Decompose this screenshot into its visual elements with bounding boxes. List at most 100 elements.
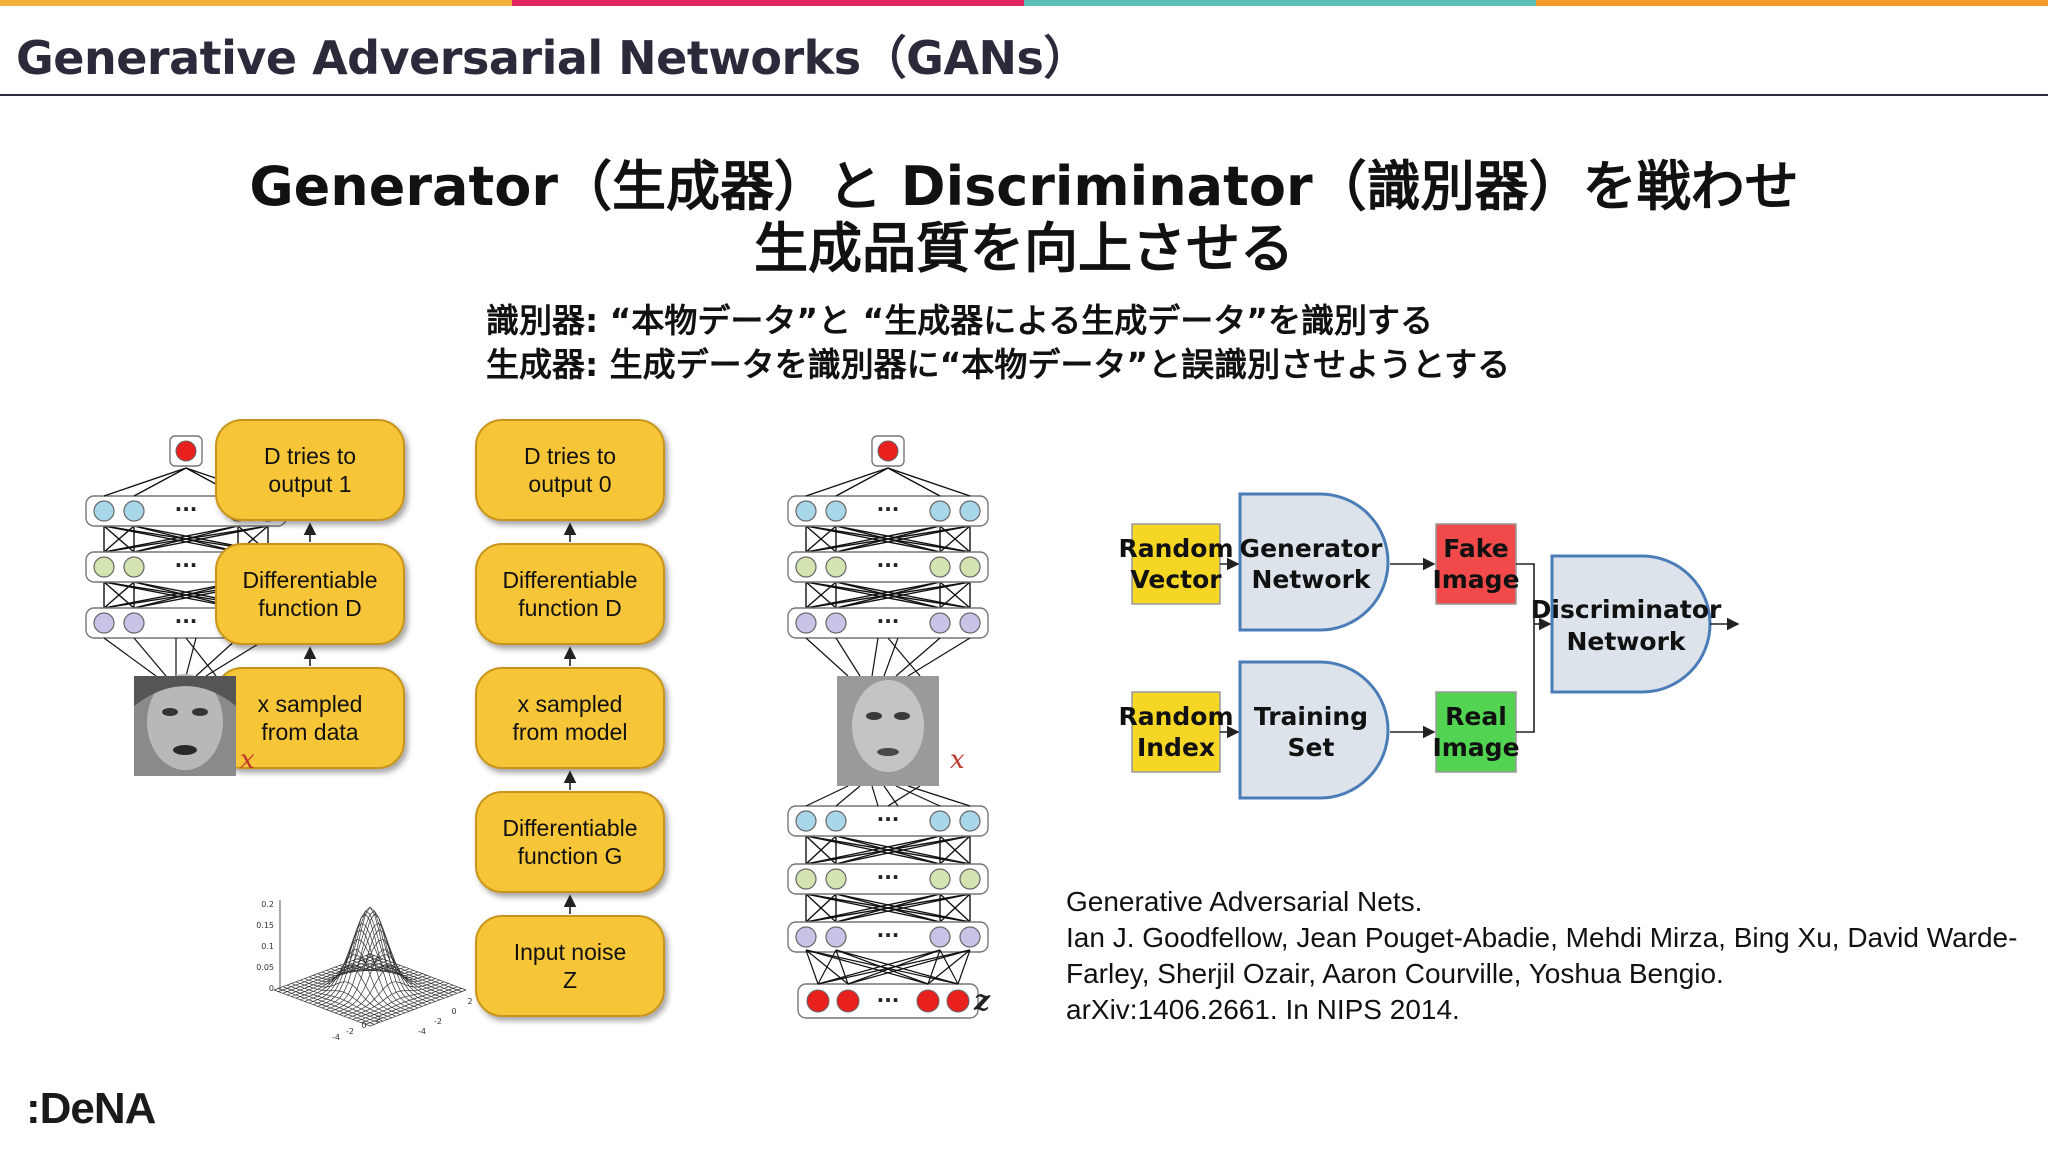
z-tick: 0.15 (256, 921, 274, 930)
discriminator-network-fake: ··· ··· ··· (787, 435, 989, 677)
col2-box-1-line-2: output 0 (528, 471, 611, 497)
layer-ellipsis: ··· (877, 923, 900, 947)
col1-box-3-line-2: from data (261, 719, 358, 745)
layer-ellipsis: ··· (877, 807, 900, 831)
col1-box-2-line-1: Differentiable (242, 567, 377, 593)
real-image-label-2: Image (1432, 733, 1519, 762)
x-tick: -4 (332, 1033, 340, 1042)
layer-ellipsis: ··· (175, 553, 198, 577)
generated-x-label: x (950, 745, 965, 775)
net-layer: ··· (787, 805, 989, 837)
generated-face-image (837, 676, 939, 786)
x-tick: 0 (361, 1021, 366, 1030)
x-tick: 2 (375, 1015, 380, 1024)
generator-network-gate (1238, 492, 1390, 632)
col2-box-1-line-1: D tries to (524, 443, 616, 469)
discriminator-network-gate (1550, 554, 1712, 694)
neuron (825, 612, 847, 634)
noise-neuron (916, 989, 940, 1013)
neuron (123, 612, 145, 634)
generator-network-label-2: Network (1251, 565, 1371, 594)
training-set-label-2: Set (1288, 733, 1335, 762)
neuron (929, 500, 951, 522)
z-tick: 0.2 (261, 900, 274, 909)
neuron (929, 926, 951, 948)
neuron (959, 810, 981, 832)
training-set-gate (1238, 660, 1390, 800)
neuron (929, 612, 951, 634)
neuron (93, 612, 115, 634)
noise-neuron (836, 989, 860, 1013)
real-x-label: x (240, 745, 255, 775)
col2-box-5-line-2: Z (563, 967, 577, 993)
neuron (959, 612, 981, 634)
reference-authors-1: Ian J. Goodfellow, Jean Pouget-Abadie, M… (1066, 922, 2018, 953)
reference-authors-2: Farley, Sherjil Ozair, Aaron Courville, … (1066, 958, 1724, 989)
headline-line-2: 生成品質を向上させる (754, 217, 1294, 280)
random-index-box (1131, 691, 1221, 773)
training-set-label-1: Training (1254, 702, 1368, 731)
noise-ellipsis: ··· (877, 988, 900, 1012)
net-layer: ··· (787, 495, 989, 527)
reference-title: Generative Adversarial Nets. (1066, 886, 1423, 917)
neuron (825, 500, 847, 522)
pipeline-connectors (1220, 557, 1740, 739)
neuron (795, 556, 817, 578)
random-vector-box (1131, 523, 1221, 605)
col2-box-5-line-1: Input noise (514, 939, 627, 965)
neuron (959, 556, 981, 578)
noise-neuron (946, 989, 970, 1013)
real-image-label-1: Real (1445, 702, 1507, 731)
random-vector-label-2: Vector (1130, 565, 1222, 594)
neuron (929, 810, 951, 832)
col2-box-3-line-1: x sampled (518, 691, 623, 717)
dena-logo: :DeNA (26, 1084, 156, 1133)
bar-segment-2 (512, 0, 1024, 6)
top-color-bar (0, 0, 2048, 6)
col2-box-3-line-2: from model (512, 719, 627, 745)
paper-reference: Generative Adversarial Nets. Ian J. Good… (1066, 884, 2026, 1028)
output-neuron (175, 440, 197, 462)
y-tick: 2 (467, 997, 472, 1006)
layer-ellipsis: ··· (877, 609, 900, 633)
net-layer: ··· (787, 551, 989, 583)
neuron (795, 868, 817, 890)
layer-ellipsis: ··· (877, 553, 900, 577)
neuron (795, 612, 817, 634)
neuron (825, 868, 847, 890)
col1-box-2-line-2: function D (258, 595, 362, 621)
neuron (795, 926, 817, 948)
layer-ellipsis: ··· (175, 609, 198, 633)
generator-network: ··· ··· ··· (787, 785, 989, 953)
gan-pipeline-diagram: Random Vector Generator Network Fake Ima… (1118, 480, 1740, 810)
neuron (795, 500, 817, 522)
discriminator-description: 識別器: “本物データ”と “生成器による生成データ”を識別する (486, 301, 1433, 340)
bar-segment-1 (0, 0, 512, 6)
title-rule (0, 94, 2048, 96)
col1-box-1-line-1: D tries to (264, 443, 356, 469)
col1-box-1-line-2: output 1 (268, 471, 351, 497)
layer-ellipsis: ··· (877, 865, 900, 889)
net-layer: ··· (787, 607, 989, 639)
slide-title: Generative Adversarial Networks（GANs） (16, 31, 1089, 85)
output-neuron (877, 440, 899, 462)
col2-box-2-line-2: function D (518, 595, 622, 621)
z-tick: 0.1 (261, 942, 274, 951)
discriminator-network-label-2: Network (1566, 627, 1686, 656)
gan-architecture-diagram: ··· ··· ··· ··· ··· ··· ··· ··· ··· D tries to… (85, 419, 991, 1042)
col2-box-2-line-1: Differentiable (502, 567, 637, 593)
y-tick: -4 (418, 1027, 426, 1036)
bar-segment-3 (1024, 0, 1536, 6)
generator-network-label-1: Generator (1240, 534, 1384, 563)
neuron (93, 500, 115, 522)
neuron (825, 926, 847, 948)
real-face-image (134, 674, 236, 776)
